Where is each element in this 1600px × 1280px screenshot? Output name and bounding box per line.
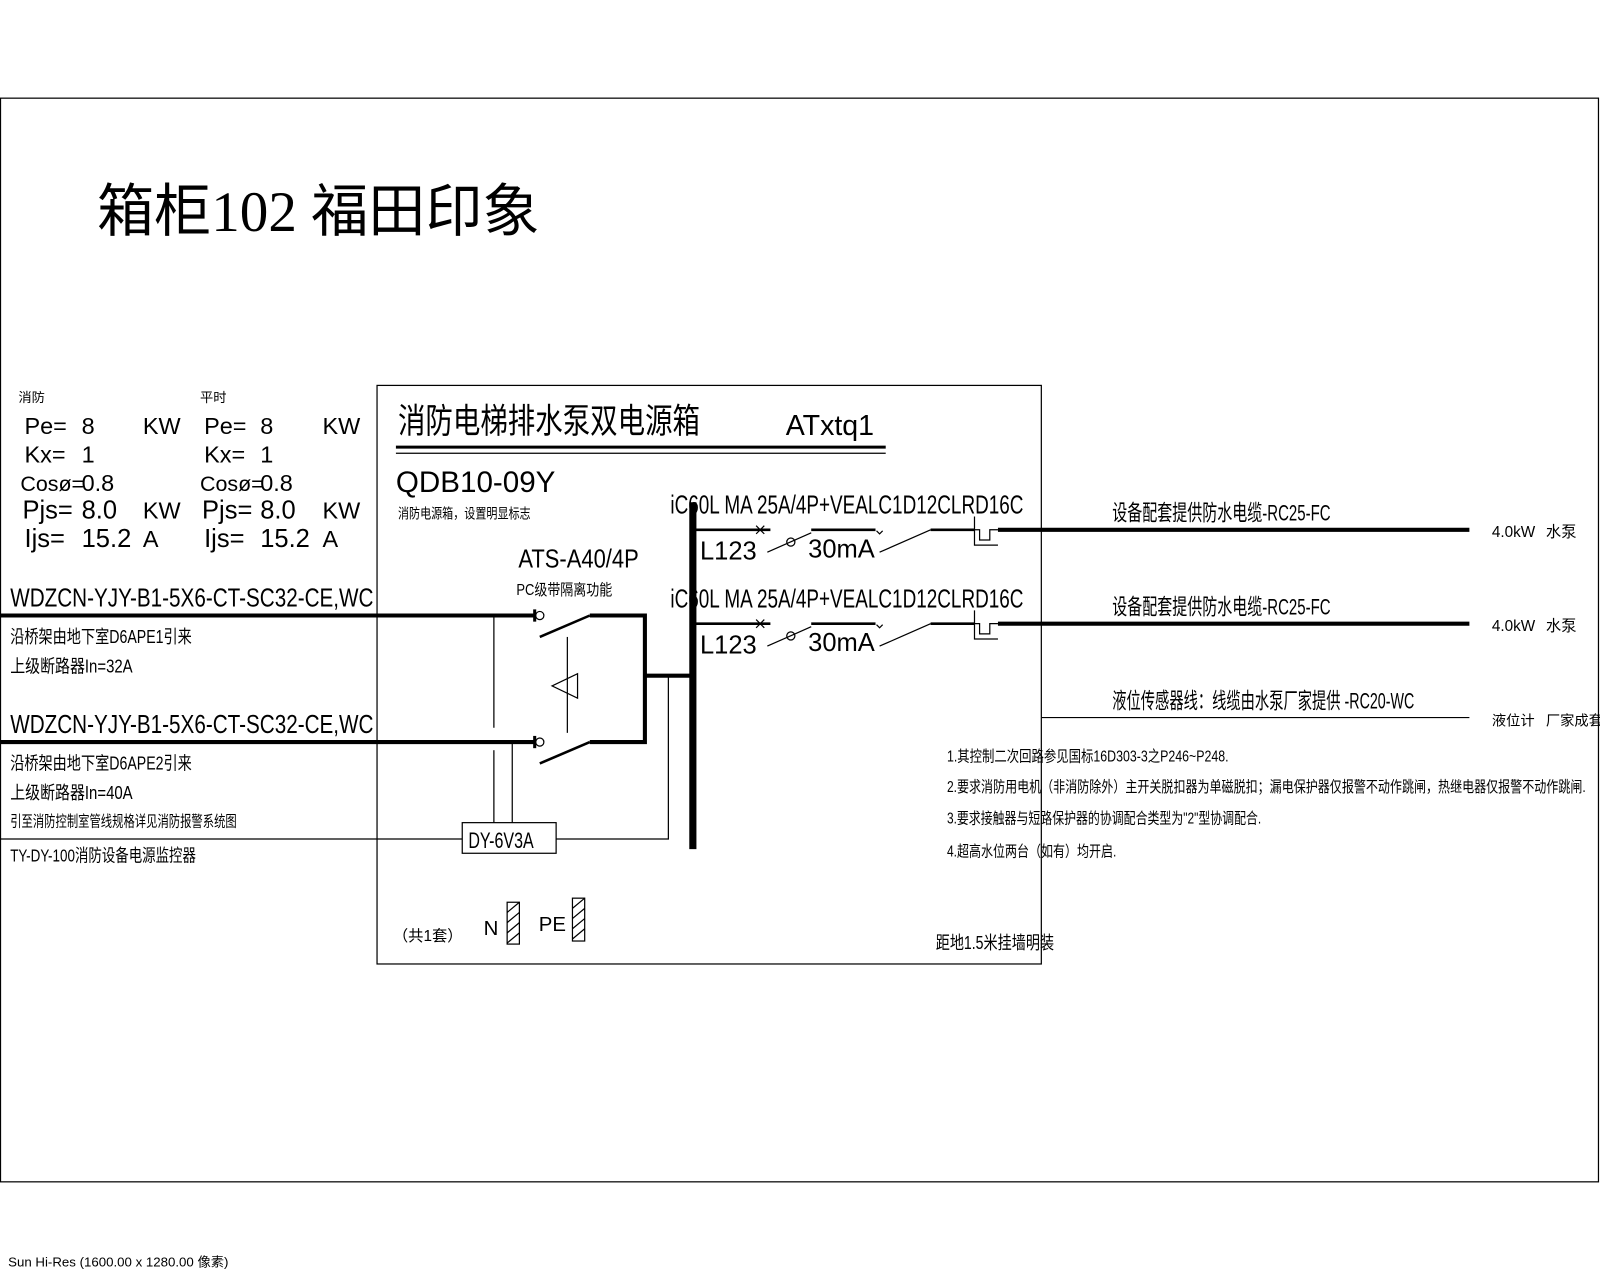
pjs-label: Pjs= — [202, 497, 252, 525]
feeder-cable: WDZCN-YJY-B1-5X6-CT-SC32-CE,WC — [10, 584, 373, 612]
ats-switch: ATS-A40/4P PC级带隔离功能 — [516, 546, 694, 765]
cos-value: 0.8 — [82, 470, 115, 496]
cos-label: Cosø= — [200, 472, 264, 496]
load-calc-fire: 消防 Pe= 8 KW Kx= 1 Cosø= 0.8 Pjs= 8.0 KW … — [18, 390, 181, 553]
install-note: 距地1.5米挂墙明装 — [936, 932, 1054, 953]
branch-leak: 30mA — [808, 535, 875, 563]
feeder-source: 沿桥架由地下室D6APE2引来 — [10, 753, 192, 774]
fire-label: 消防 — [18, 390, 45, 405]
ijs-value: 15.2 — [82, 525, 132, 553]
kx-value: 1 — [260, 441, 273, 467]
note: 2.要求消防用电机（非消防除外）主开关脱扣器为单磁脱扣；漏电保护器仅报警不动作跳… — [947, 779, 1586, 796]
pjs-label: Pjs= — [22, 497, 72, 525]
sensor-device: 液位计 — [1492, 713, 1535, 730]
note: 1.其控制二次回路参见国标16D303-3之P246~P248. — [947, 748, 1229, 765]
feeder-breaker: 上级断路器In=32A — [10, 656, 133, 677]
feeder-cable: WDZCN-YJY-B1-5X6-CT-SC32-CE,WC — [10, 711, 373, 739]
sensor-line: 液位传感器线：线缆由水泵厂家提供 -RC20-WC 液位计 厂家成套 — [1041, 688, 1600, 730]
pjs-unit: KW — [322, 498, 361, 524]
ijs-label: Ijs= — [24, 525, 64, 553]
box-quantity: （共1套） — [393, 928, 463, 945]
cos-value: 0.8 — [260, 470, 293, 496]
branch-breaker: iC60L MA 25A/4P+VEALC1D12CLRD16C — [670, 585, 1023, 613]
pe-unit: KW — [143, 413, 182, 439]
ijs-unit: A — [143, 526, 159, 552]
note: 3.要求接触器与短路保护器的协调配合类型为"2"型协调配合. — [947, 811, 1261, 828]
box-code: ATxtq1 — [786, 410, 874, 442]
kx-label: Kx= — [204, 441, 245, 467]
branch-phase: L123 — [700, 631, 757, 659]
pe-terminal-label: PE — [539, 914, 566, 936]
monitor-note: 引至消防控制室管线规格详见消防报警系统图 — [10, 814, 237, 831]
ijs-unit: A — [322, 526, 338, 552]
ats-label: ATS-A40/4P — [518, 546, 638, 574]
pe-value: 8 — [260, 413, 273, 439]
feeder-source: 沿桥架由地下室D6APE1引来 — [10, 626, 192, 647]
status-bar: Sun Hi-Res (1600.00 x 1280.00 像素) — [8, 1255, 228, 1270]
ijs-label: Ijs= — [204, 525, 244, 553]
branch-power: 4.0kW — [1492, 618, 1536, 635]
branch-leak: 30mA — [808, 629, 875, 657]
load-calc-normal: 平时 Pe= 8 KW Kx= 1 Cosø= 0.8 Pjs= 8.0 KW … — [200, 390, 361, 553]
pe-terminal-icon — [571, 897, 586, 942]
ijs-value: 15.2 — [260, 525, 310, 553]
branch-power: 4.0kW — [1492, 524, 1536, 541]
thermal-relay-icon — [973, 516, 998, 546]
branch-load: 水泵 — [1546, 618, 1577, 635]
monitor-module-box — [461, 822, 557, 854]
feeder-2: WDZCN-YJY-B1-5X6-CT-SC32-CE,WC 沿桥架由地下室D6… — [0, 711, 535, 803]
normal-label: 平时 — [200, 390, 227, 405]
box-model-note: 消防电源箱，设置明显标志 — [398, 506, 531, 523]
n-terminal-label: N — [484, 918, 499, 940]
branch-load: 水泵 — [1546, 524, 1577, 541]
box-name: 消防电梯排水泵双电源箱 — [398, 402, 700, 441]
monitor-module: DY-6V3A — [468, 828, 533, 853]
feeder-breaker: 上级断路器In=40A — [10, 782, 133, 803]
box-model: QDB10-09Y — [396, 466, 556, 499]
thermal-relay-icon — [973, 610, 998, 640]
pe-value: 8 — [82, 413, 95, 439]
branch-2: iC60L MA 25A/4P+VEALC1D12CLRD16C L123 30… — [670, 585, 1576, 659]
kx-value: 1 — [82, 441, 95, 467]
branch-1: iC60L MA 25A/4P+VEALC1D12CLRD16C L123 30… — [670, 491, 1576, 565]
branch-cable: 设备配套提供防水电缆-RC25-FC — [1112, 594, 1330, 619]
branch-cable: 设备配套提供防水电缆-RC25-FC — [1112, 501, 1330, 526]
pjs-value: 8.0 — [260, 497, 295, 525]
pjs-value: 8.0 — [82, 497, 117, 525]
ats-note: PC级带隔离功能 — [516, 582, 612, 599]
note: 4.超高水位两台（如有）均开启. — [947, 843, 1116, 860]
drawing-frame — [0, 97, 1600, 1183]
pe-label: Pe= — [204, 413, 246, 439]
n-terminal-icon — [506, 901, 520, 945]
kx-label: Kx= — [24, 441, 65, 467]
pe-unit: KW — [322, 413, 361, 439]
monitor-device: TY-DY-100消防设备电源监控器 — [10, 845, 196, 865]
branch-breaker: iC60L MA 25A/4P+VEALC1D12CLRD16C — [670, 491, 1023, 519]
branch-phase: L123 — [700, 537, 757, 565]
pjs-unit: KW — [143, 498, 182, 524]
notes: 1.其控制二次回路参见国标16D303-3之P246~P248. 2.要求消防用… — [947, 748, 1586, 860]
pe-label: Pe= — [24, 413, 66, 439]
feeder-1: WDZCN-YJY-B1-5X6-CT-SC32-CE,WC 沿桥架由地下室D6… — [0, 584, 535, 677]
sensor-cable: 液位传感器线：线缆由水泵厂家提供 -RC20-WC — [1112, 688, 1414, 713]
distribution-box — [376, 384, 1042, 965]
sensor-supply: 厂家成套 — [1546, 713, 1600, 730]
drawing-title: 箱柜102 福田印象 — [97, 181, 540, 244]
cos-label: Cosø= — [20, 472, 84, 496]
